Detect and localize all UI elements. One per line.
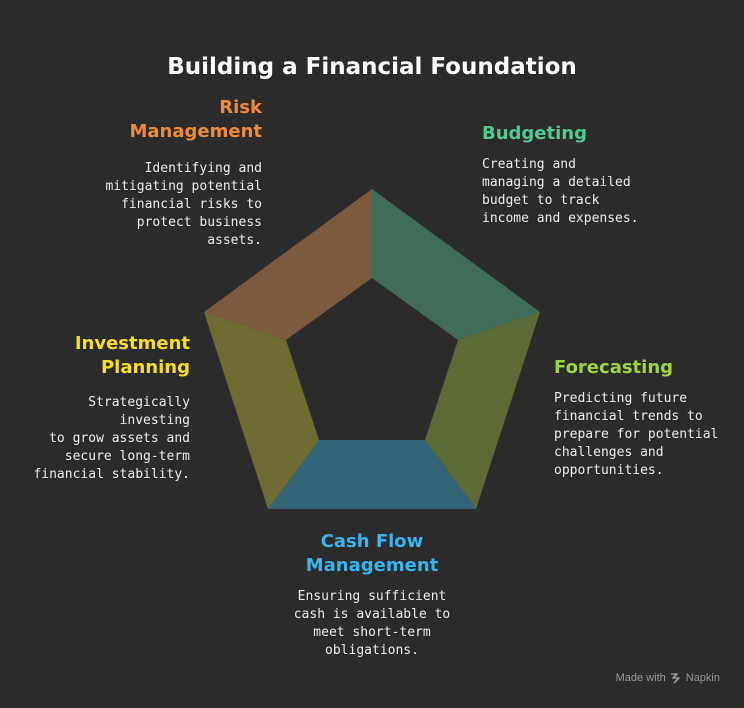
cash-flow-block: Cash Flow Management Ensuring sufficient… <box>272 530 472 660</box>
made-with-footer[interactable]: Made with Napkin <box>616 672 720 684</box>
budgeting-description: Creating and managing a detailed budget … <box>482 157 639 226</box>
risk-management-block: Risk Management Identifying and mitigati… <box>87 96 262 250</box>
segment-budgeting <box>372 189 540 340</box>
footer-brand: Napkin <box>685 672 720 684</box>
segment-cash-flow <box>268 440 476 509</box>
segment-forecasting <box>425 312 540 509</box>
forecasting-heading: Forecasting <box>554 357 674 378</box>
investment-planning-block: Investment Planning Strategically invest… <box>15 332 190 484</box>
budgeting-heading: Budgeting <box>482 123 587 144</box>
forecasting-description: Predicting future financial trends to pr… <box>554 391 719 478</box>
budgeting-block: Budgeting Creating and managing a detail… <box>482 122 682 228</box>
segment-investment <box>204 312 319 509</box>
investment-planning-heading: Investment Planning <box>74 333 190 378</box>
napkin-logo-icon <box>670 673 680 684</box>
cash-flow-description: Ensuring sufficient cash is available to… <box>293 589 451 658</box>
risk-management-heading: Risk Management <box>129 97 263 142</box>
footer-prefix: Made with <box>615 672 666 684</box>
diagram-title: Building a Financial Foundation <box>167 54 577 80</box>
segment-risk <box>204 189 372 340</box>
forecasting-block: Forecasting Predicting future financial … <box>554 356 729 480</box>
cash-flow-heading: Cash Flow Management <box>305 531 439 576</box>
risk-management-description: Identifying and mitigating potential fin… <box>105 161 262 248</box>
investment-planning-description: Strategically investing to grow assets a… <box>33 395 190 482</box>
